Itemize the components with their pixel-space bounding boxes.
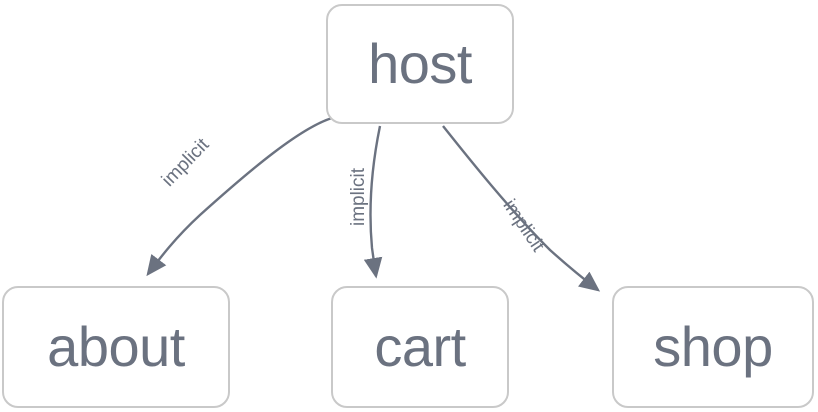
- node-about[interactable]: about: [2, 286, 230, 408]
- node-host[interactable]: host: [326, 4, 514, 124]
- node-about-label: about: [47, 315, 185, 378]
- node-shop-label: shop: [653, 315, 773, 378]
- node-cart-label: cart: [374, 315, 466, 378]
- node-shop[interactable]: shop: [612, 286, 814, 408]
- node-host-label: host: [368, 32, 472, 95]
- edge-label-host-cart: implicit: [348, 167, 369, 227]
- edge-host-to-cart: [363, 125, 383, 279]
- edge-host-to-shop: [442, 125, 601, 292]
- edge-host-to-about: [146, 116, 333, 277]
- node-cart[interactable]: cart: [331, 286, 509, 408]
